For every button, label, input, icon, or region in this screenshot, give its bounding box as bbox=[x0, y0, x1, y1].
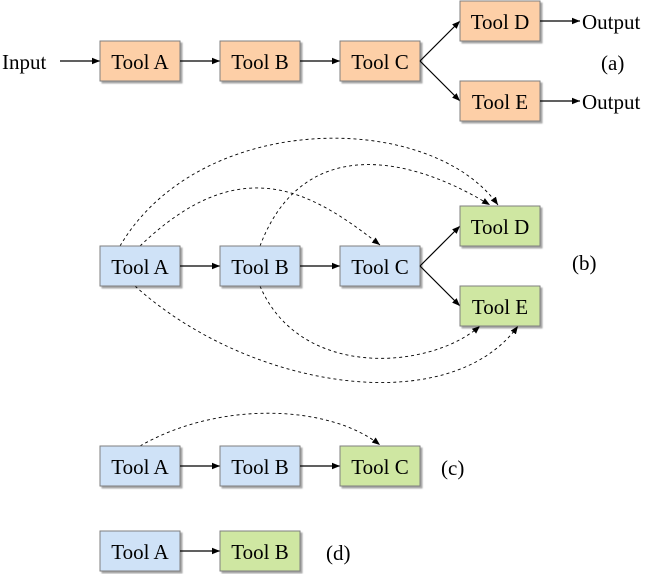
arrow-c-to-e bbox=[419, 60, 461, 102]
tool-d-label: Tool D bbox=[471, 10, 530, 34]
panel-c: Tool A Tool B Tool C (c) bbox=[99, 412, 464, 487]
tool-b-label: Tool B bbox=[231, 455, 288, 479]
panel-a: Input Tool A Tool B Tool C Tool D Output… bbox=[2, 0, 641, 122]
skip-connections bbox=[119, 137, 519, 383]
tool-b-box: Tool B bbox=[219, 245, 301, 287]
output-d-label: Output bbox=[582, 10, 641, 34]
arrow-c-to-d bbox=[419, 20, 461, 62]
tool-e-box: Tool E bbox=[459, 80, 541, 122]
tool-e-label: Tool E bbox=[472, 295, 528, 319]
tool-b-box: Tool B bbox=[219, 530, 301, 572]
panel-a-caption: (a) bbox=[601, 51, 624, 75]
tool-a-box: Tool A bbox=[99, 245, 181, 287]
tool-a-label: Tool A bbox=[111, 540, 169, 564]
tool-b-label: Tool B bbox=[231, 50, 288, 74]
panel-b: Tool A Tool B Tool C Tool D Tool E (b) bbox=[99, 137, 597, 383]
skip-a-to-c bbox=[139, 187, 381, 247]
panel-b-caption: (b) bbox=[572, 251, 597, 275]
tool-c-box: Tool C bbox=[339, 40, 421, 82]
tool-c-box: Tool C bbox=[339, 245, 421, 287]
tool-d-box: Tool D bbox=[459, 0, 541, 42]
tool-a-label: Tool A bbox=[111, 455, 169, 479]
output-e-label: Output bbox=[582, 90, 641, 114]
tool-c-label: Tool C bbox=[351, 255, 408, 279]
input-label: Input bbox=[2, 50, 46, 74]
skip-a-to-c bbox=[139, 412, 381, 447]
tool-c-box: Tool C bbox=[339, 445, 421, 487]
arrow-c-to-d bbox=[419, 225, 461, 267]
skip-b-to-d bbox=[259, 164, 491, 247]
tool-a-label: Tool A bbox=[111, 255, 169, 279]
tool-b-label: Tool B bbox=[231, 255, 288, 279]
tool-e-label: Tool E bbox=[472, 90, 528, 114]
tool-b-box: Tool B bbox=[219, 445, 301, 487]
skip-a-to-d-upper bbox=[119, 137, 499, 247]
tool-d-label: Tool D bbox=[471, 215, 530, 239]
tool-b-label: Tool B bbox=[231, 540, 288, 564]
tool-a-box: Tool A bbox=[99, 530, 181, 572]
tool-a-box: Tool A bbox=[99, 445, 181, 487]
tool-a-label: Tool A bbox=[111, 50, 169, 74]
arrow-c-to-e bbox=[419, 265, 461, 307]
tool-c-label: Tool C bbox=[351, 455, 408, 479]
tool-d-box: Tool D bbox=[459, 205, 541, 247]
tool-b-box: Tool B bbox=[219, 40, 301, 82]
panel-d-caption: (d) bbox=[326, 541, 351, 565]
tool-e-box: Tool E bbox=[459, 285, 541, 327]
tool-c-label: Tool C bbox=[351, 50, 408, 74]
tool-a-box: Tool A bbox=[99, 40, 181, 82]
panel-d: Tool A Tool B (d) bbox=[99, 530, 351, 572]
panel-c-caption: (c) bbox=[441, 456, 464, 480]
skip-b-to-e bbox=[259, 285, 481, 359]
